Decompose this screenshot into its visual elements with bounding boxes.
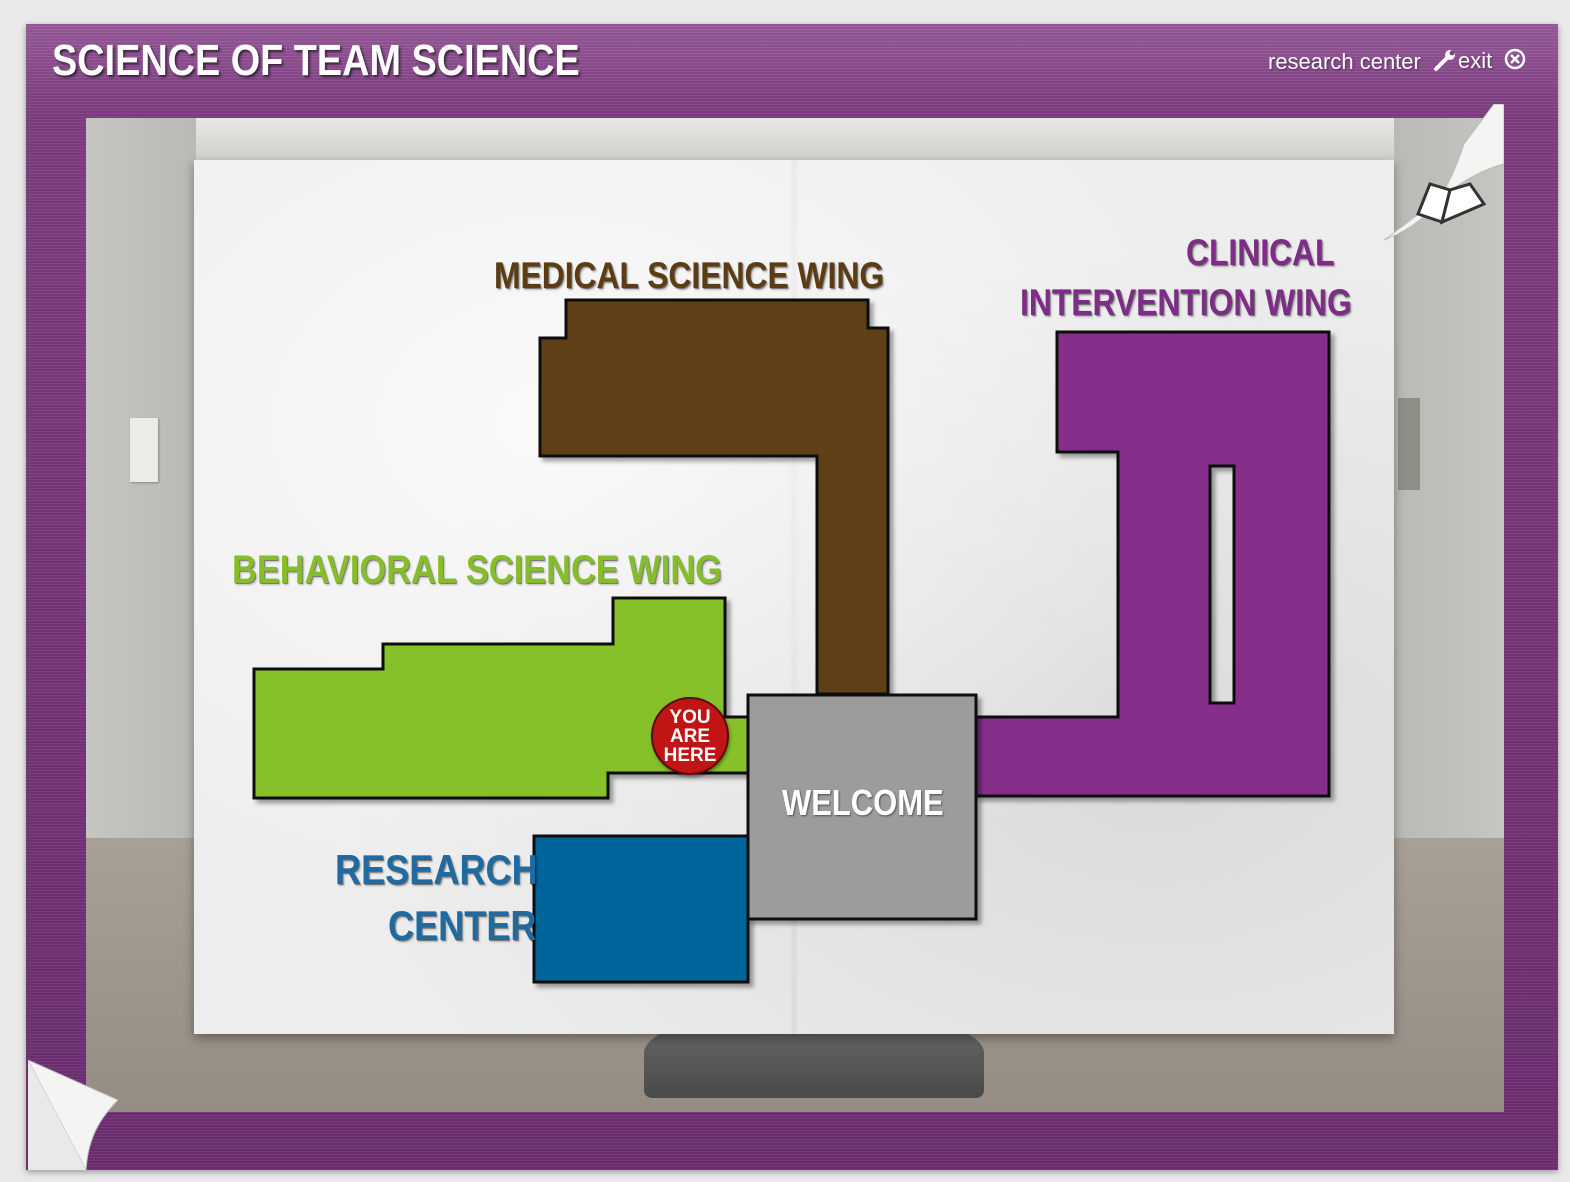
medical-science-wing-label[interactable]: MEDICAL SCIENCE WING — [494, 255, 885, 296]
research-center-label-line2[interactable]: CENTER — [388, 902, 537, 949]
welcome-block[interactable] — [746, 693, 978, 921]
room-right-wall — [1394, 118, 1504, 878]
page-title: SCIENCE OF TEAM SCIENCE — [52, 36, 580, 85]
behavioral-science-wing-label[interactable]: BEHAVIORAL SCIENCE WING — [232, 548, 722, 592]
room-left-wall — [86, 118, 196, 878]
research-center-label-line1[interactable]: RESEARCH — [335, 846, 538, 893]
wall-picture — [130, 418, 158, 482]
you-are-here-marker: YOU ARE HERE — [651, 697, 729, 775]
clinical-wing-label-line1[interactable]: CLINICAL — [1186, 232, 1335, 273]
clinical-wing-label-line2[interactable]: INTERVENTION WING — [1020, 282, 1352, 323]
behavioral-science-wing[interactable] — [252, 596, 750, 800]
clinical-intervention-wing[interactable] — [974, 330, 1331, 798]
exit-link[interactable]: exit — [1458, 48, 1526, 76]
room-ceiling — [86, 118, 1504, 160]
exit-link-label: exit — [1458, 48, 1493, 73]
page-curl-corner — [28, 1060, 118, 1170]
you-are-here-line: ARE — [669, 725, 711, 747]
research-center-block[interactable] — [532, 834, 750, 984]
wall-picture — [1398, 398, 1420, 490]
wrench-icon — [1433, 48, 1457, 78]
research-center-link-label: research center — [1268, 48, 1421, 74]
open-book-icon[interactable] — [1384, 104, 1504, 244]
you-are-here-line: YOU — [669, 706, 711, 728]
close-circle-icon — [1504, 48, 1526, 76]
research-center-link[interactable]: research center — [1268, 48, 1457, 78]
you-are-here-line: HERE — [663, 744, 717, 766]
welcome-label[interactable]: WELCOME — [782, 782, 944, 823]
